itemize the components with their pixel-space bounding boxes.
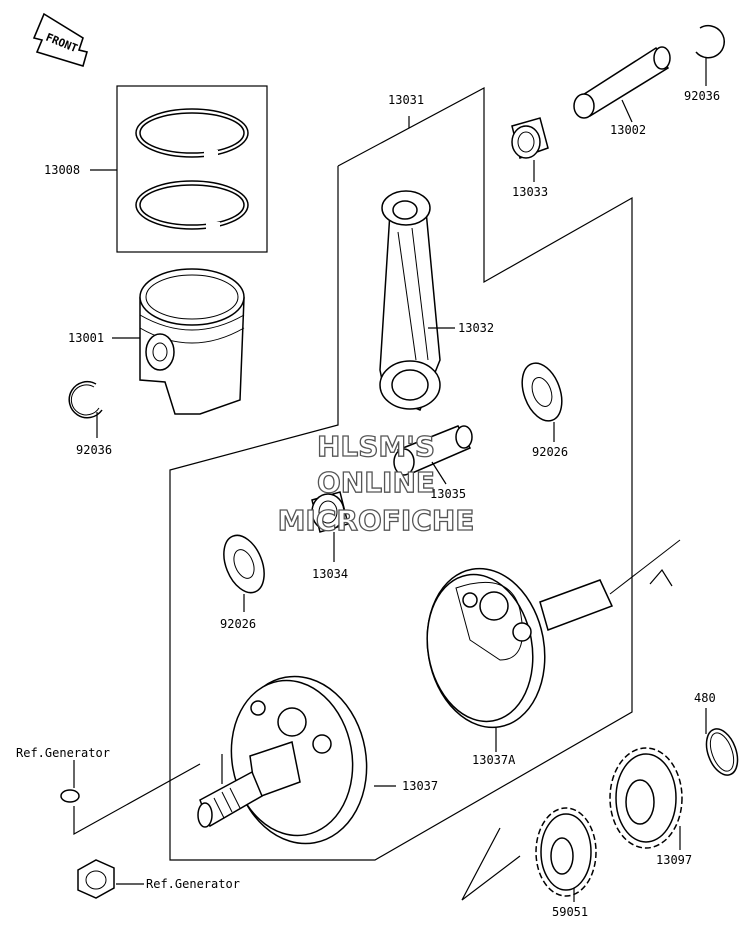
gear-circlip-icon <box>705 728 739 776</box>
label-13034: 13034 <box>312 567 348 581</box>
watermark-line-2: ONLINE <box>317 466 435 499</box>
label-13037a: 13037A <box>472 753 516 767</box>
circlip-left-icon <box>68 381 103 419</box>
piston <box>139 268 245 415</box>
label-13037: 13037 <box>402 779 438 793</box>
label-13031: 13031 <box>388 93 424 107</box>
piston-rings <box>135 108 249 232</box>
crank-pin <box>393 425 473 476</box>
connecting-rod <box>379 190 441 411</box>
needle-bearing-bottom <box>311 491 349 533</box>
label-13035: 13035 <box>430 487 466 501</box>
label-ref-generator-bottom: Ref.Generator <box>146 877 240 891</box>
thrust-washer-left <box>223 534 265 594</box>
label-ref-generator-top: Ref.Generator <box>16 746 110 760</box>
assembly-outline <box>169 86 633 861</box>
crankshaft-right-half <box>426 539 681 729</box>
label-480: 480 <box>694 691 716 705</box>
watermark-line-3: MICROFICHE <box>278 504 475 537</box>
label-92026-right: 92026 <box>532 445 568 459</box>
label-13002: 13002 <box>610 123 646 137</box>
label-13097: 13097 <box>656 853 692 867</box>
label-92036-left: 92036 <box>76 443 112 457</box>
front-arrow-icon: FRONT <box>32 12 88 68</box>
watermark-line-1: HLSM'S <box>317 430 435 463</box>
label-13008: 13008 <box>44 163 80 177</box>
crank-nut-icon <box>77 859 115 899</box>
label-92036-right: 92036 <box>684 89 720 103</box>
circlip-right-icon <box>695 25 725 59</box>
thrust-washer-right <box>521 362 563 422</box>
gear-13097-icon <box>609 747 683 849</box>
needle-bearing-top <box>511 117 549 159</box>
gear-59051-icon <box>535 807 597 897</box>
label-13032: 13032 <box>458 321 494 335</box>
woodruff-key-icon <box>60 789 80 803</box>
ring-box <box>116 85 268 253</box>
crankshaft-left-half <box>197 675 368 845</box>
piston-pin <box>573 46 671 119</box>
label-92026-left: 92026 <box>220 617 256 631</box>
label-59051: 59051 <box>552 905 588 919</box>
label-13033: 13033 <box>512 185 548 199</box>
label-13001: 13001 <box>68 331 104 345</box>
